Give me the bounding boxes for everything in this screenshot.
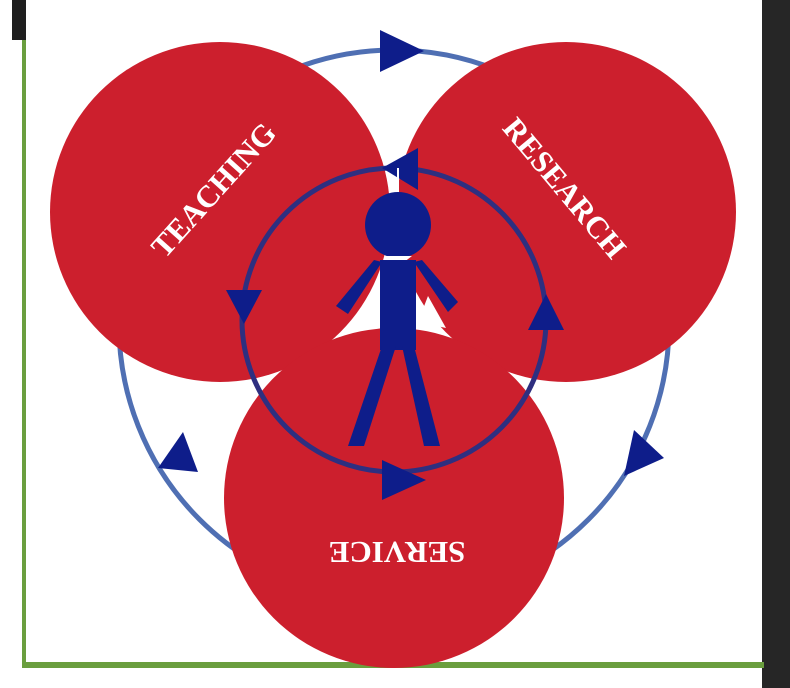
top-left-dark-edge [12, 0, 26, 40]
right-border [762, 0, 790, 688]
outer-arrow-right-icon [624, 430, 664, 476]
service-circle [224, 328, 564, 668]
inner-arrow-bottom-icon [382, 460, 426, 500]
inner-arrow-left-icon [226, 290, 262, 324]
person-figure-icon [336, 168, 458, 446]
outer-arrow-left-icon [158, 432, 198, 472]
teaching-circle [50, 42, 390, 382]
inner-arrow-right-icon [528, 294, 564, 330]
research-circle [396, 42, 736, 382]
outer-arrow-top-icon [380, 30, 424, 72]
left-border [22, 40, 26, 666]
inner-arrow-top-icon [382, 148, 418, 190]
service-label: SERVICE [329, 535, 466, 570]
